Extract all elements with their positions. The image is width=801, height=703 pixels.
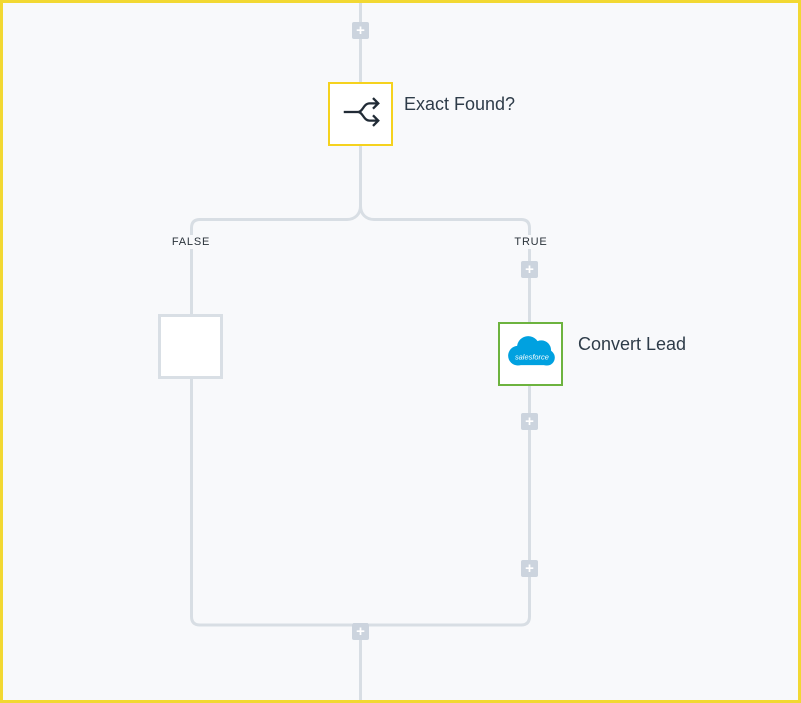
action-step-label: Convert Lead xyxy=(578,334,687,354)
plus-icon: + xyxy=(356,623,365,640)
connector-true-branch-top xyxy=(359,205,531,322)
add-step-button-true-branch-1[interactable]: + xyxy=(521,261,538,278)
true-branch-label: TRUE xyxy=(509,235,553,249)
add-step-button-true-branch-2[interactable]: + xyxy=(521,413,538,430)
plus-icon: + xyxy=(525,261,534,278)
add-step-button-merge[interactable]: + xyxy=(352,623,369,640)
false-branch-label: FALSE xyxy=(166,235,216,249)
condition-step-node[interactable] xyxy=(328,82,393,146)
connector-true-branch-bottom xyxy=(369,386,531,627)
connector-false-branch-top xyxy=(190,205,362,314)
salesforce-icon: salesforce xyxy=(503,331,559,378)
plus-icon: + xyxy=(525,560,534,577)
plus-icon: + xyxy=(525,413,534,430)
plus-icon: + xyxy=(356,22,365,39)
empty-step-node[interactable] xyxy=(158,314,223,379)
add-step-button-true-branch-3[interactable]: + xyxy=(521,560,538,577)
branch-icon xyxy=(338,89,384,140)
connector-false-branch-bottom xyxy=(190,379,352,627)
salesforce-logo-text: salesforce xyxy=(514,352,548,361)
salesforce-step-node[interactable]: salesforce xyxy=(498,322,563,386)
add-step-button-top[interactable]: + xyxy=(352,22,369,39)
condition-step-label: Exact Found? xyxy=(404,94,516,114)
